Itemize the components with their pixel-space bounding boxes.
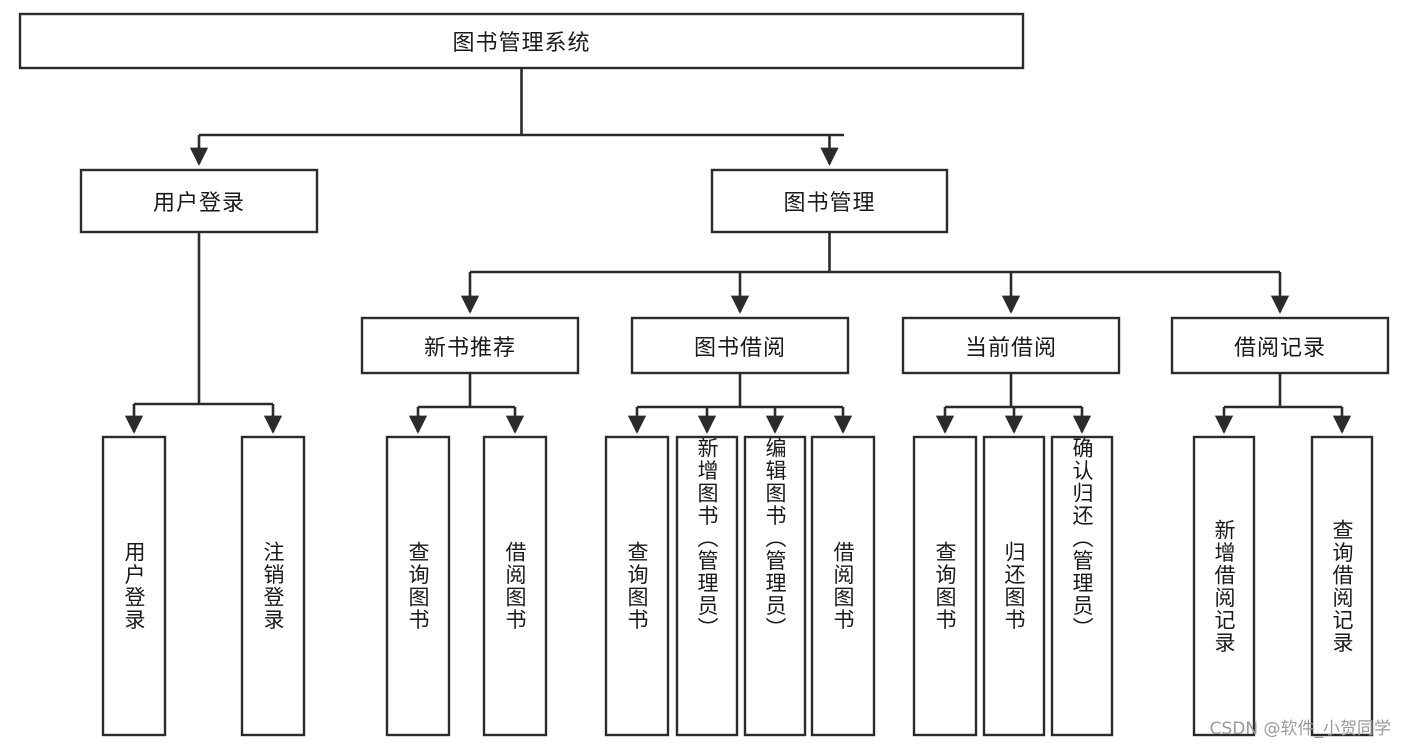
leaf-box-borrow-edit[interactable] — [743, 435, 807, 737]
leaf-box-newbook-borrow[interactable] — [482, 435, 548, 737]
node-user-login-box[interactable] — [79, 168, 319, 234]
node-new-book-box[interactable] — [360, 316, 580, 375]
leaf-box-user-logout[interactable] — [240, 435, 306, 737]
edge-group-current — [935, 373, 1092, 434]
leaf-box-user-login[interactable] — [101, 435, 167, 737]
edge-group-root — [189, 68, 844, 166]
leaf-box-current-query[interactable] — [912, 435, 978, 737]
leaf-box-record-query[interactable] — [1310, 435, 1374, 737]
leaf-box-current-confirm[interactable] — [1050, 435, 1114, 737]
leaf-box-record-add[interactable] — [1192, 435, 1256, 737]
edge-group-record — [1214, 373, 1352, 434]
edge-group-borrow — [627, 373, 853, 434]
node-root-box[interactable] — [18, 12, 1025, 70]
edge-group-new-book — [408, 373, 525, 434]
leaf-box-borrow-add[interactable] — [675, 435, 739, 737]
leaf-box-borrow-query[interactable] — [604, 435, 670, 737]
node-borrow-record-box[interactable] — [1170, 316, 1390, 375]
leaf-box-current-return[interactable] — [982, 435, 1046, 737]
node-book-manage-box[interactable] — [710, 168, 949, 234]
node-book-borrow-box[interactable] — [630, 316, 850, 375]
leaf-box-borrow-lend[interactable] — [810, 435, 876, 737]
edge-group-book-manage — [460, 232, 1290, 314]
leaf-box-newbook-query[interactable] — [385, 435, 451, 737]
edge-group-user-login — [124, 232, 283, 434]
node-current-borrow-box[interactable] — [901, 316, 1121, 375]
